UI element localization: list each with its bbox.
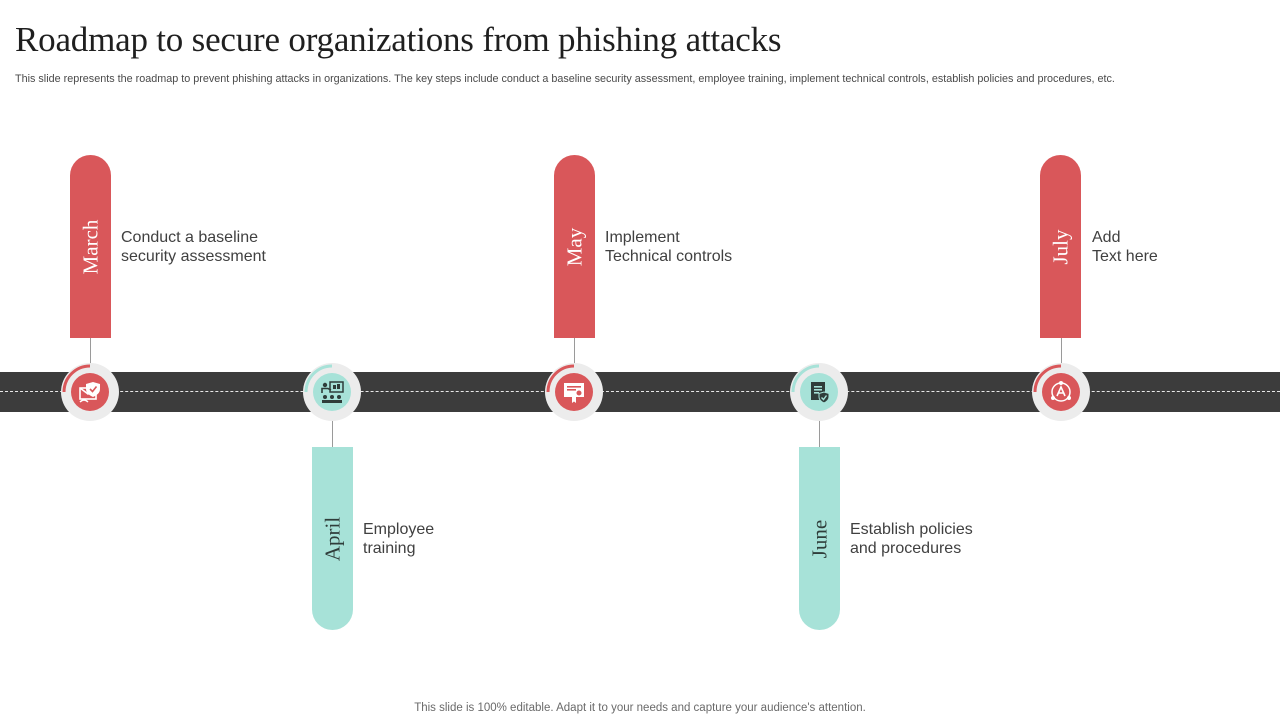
month-label-july: July — [1048, 228, 1072, 265]
road-center-dashes — [0, 391, 1280, 392]
step-text-line: Conduct a baseline — [121, 229, 258, 246]
certificate-icon — [564, 383, 584, 403]
step-text-march: Conduct a baseline security assessment — [121, 228, 266, 266]
milestone-node-may — [545, 363, 603, 421]
step-text-line: Establish policies — [850, 521, 973, 538]
node-core — [800, 373, 838, 411]
progress-arc — [304, 364, 333, 393]
progress-arc — [791, 364, 820, 393]
step-text-april: Employee training — [363, 520, 434, 558]
step-text-may: Implement Technical controls — [605, 228, 732, 266]
step-text-line: Employee — [363, 521, 435, 538]
month-pill-march: March — [70, 155, 111, 338]
step-text-line: security assessment — [121, 248, 266, 265]
node-core — [1042, 373, 1080, 411]
connector-march — [90, 338, 91, 366]
milestone-node-july — [1032, 363, 1090, 421]
connector-june — [819, 418, 820, 447]
step-text-july: Add Text here — [1092, 228, 1158, 266]
connector-april — [332, 418, 333, 447]
connector-july — [1061, 338, 1062, 366]
month-label-march: March — [78, 219, 102, 274]
month-pill-may: May — [554, 155, 595, 338]
month-label-may: May — [562, 227, 586, 266]
step-text-line: Add — [1092, 229, 1121, 246]
step-text-line: training — [363, 540, 416, 557]
policy-document-icon — [811, 382, 830, 404]
page-subtitle: This slide represents the roadmap to pre… — [15, 73, 1115, 85]
email-shield-icon — [79, 382, 100, 403]
month-label-june: June — [807, 519, 831, 558]
network-icon — [1051, 381, 1071, 402]
training-presentation-icon — [321, 381, 344, 403]
step-text-line: Implement — [605, 229, 680, 246]
progress-arc — [546, 364, 575, 393]
progress-arc — [62, 364, 91, 393]
node-core — [555, 373, 593, 411]
step-text-line: Technical controls — [605, 248, 733, 265]
page-title: Roadmap to secure organizations from phi… — [15, 20, 782, 59]
step-text-line: and procedures — [850, 540, 962, 557]
milestone-node-april — [303, 363, 361, 421]
step-text-june: Establish policies and procedures — [850, 520, 973, 558]
milestone-node-march — [61, 363, 119, 421]
progress-arc — [1033, 364, 1062, 393]
month-pill-april: April — [312, 447, 353, 630]
footer-note: This slide is 100% editable. Adapt it to… — [414, 702, 866, 714]
month-pill-july: July — [1040, 155, 1081, 338]
step-text-line: Text here — [1092, 248, 1158, 265]
connector-may — [574, 338, 575, 366]
month-label-april: April — [320, 516, 344, 561]
milestone-node-june — [790, 363, 848, 421]
node-core — [313, 373, 351, 411]
month-pill-june: June — [799, 447, 840, 630]
node-core — [71, 373, 109, 411]
